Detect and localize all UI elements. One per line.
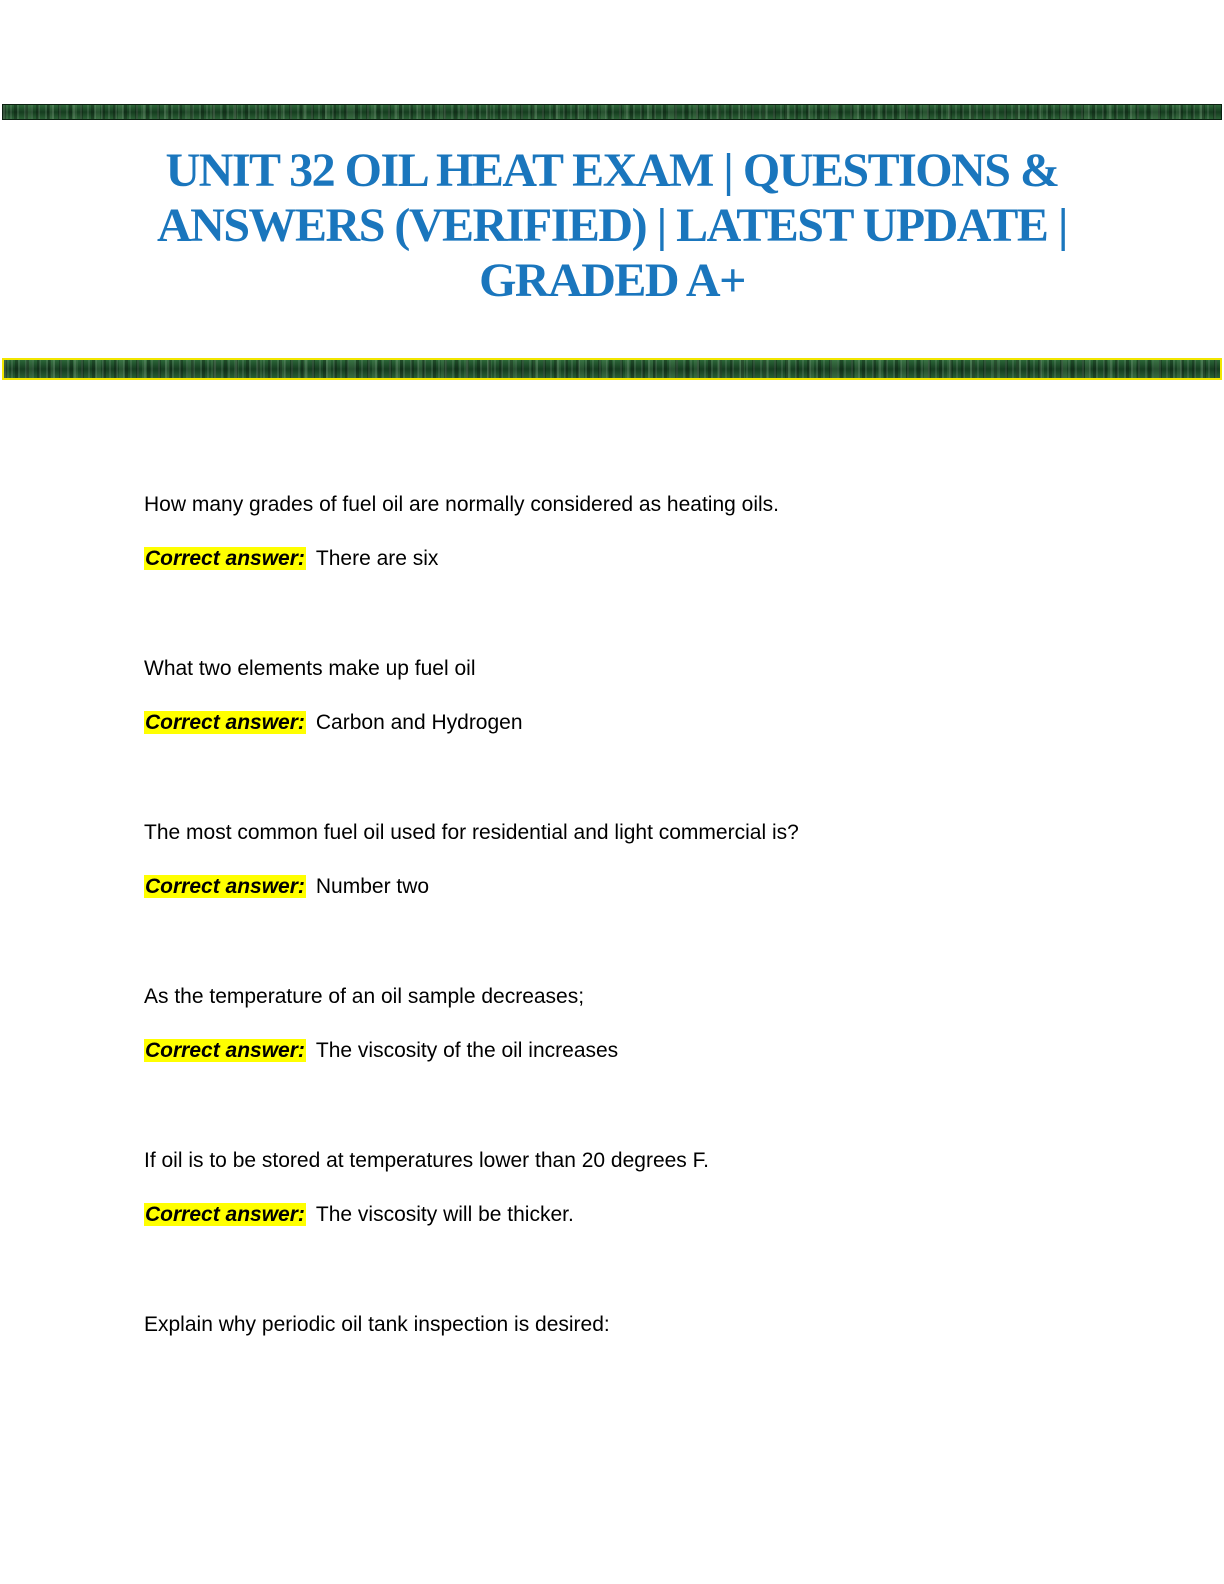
qa-item: Explain why periodic oil tank inspection… (144, 1310, 1144, 1474)
answer-text: The viscosity of the oil increases (315, 1039, 619, 1062)
answer-text: Number two (315, 875, 430, 898)
question-text: As the temperature of an oil sample decr… (144, 985, 585, 1008)
answer-text: The viscosity will be thicker. (315, 1203, 574, 1226)
question-text: The most common fuel oil used for reside… (144, 821, 799, 844)
answer-line: Correct answer: Carbon and Hydrogen (144, 708, 1144, 738)
answer-text: There are six (315, 547, 439, 570)
answer-text: Carbon and Hydrogen (315, 711, 523, 734)
qa-item: If oil is to be stored at temperatures l… (144, 1146, 1144, 1310)
qa-item: The most common fuel oil used for reside… (144, 818, 1144, 982)
question-text: If oil is to be stored at temperatures l… (144, 1149, 709, 1172)
bottom-decorative-band (2, 358, 1222, 380)
correct-answer-label: Correct answer: (144, 1203, 306, 1226)
answer-line: Correct answer: The viscosity will be thi… (144, 1200, 1144, 1230)
correct-answer-label: Correct answer: (144, 711, 306, 734)
qa-list: How many grades of fuel oil are normally… (144, 490, 1144, 1474)
question-text: How many grades of fuel oil are normally… (144, 493, 779, 516)
qa-item: How many grades of fuel oil are normally… (144, 490, 1144, 654)
answer-line: Correct answer: Number two (144, 872, 1144, 902)
qa-item: What two elements make up fuel oil Corre… (144, 654, 1144, 818)
top-decorative-band (2, 104, 1222, 120)
document-title: UNIT 32 OIL HEAT EXAM | QUESTIONS & ANSW… (157, 144, 1068, 307)
correct-answer-label: Correct answer: (144, 875, 306, 898)
question-text: Explain why periodic oil tank inspection… (144, 1313, 610, 1336)
qa-item: As the temperature of an oil sample decr… (144, 982, 1144, 1146)
question-text: What two elements make up fuel oil (144, 657, 476, 680)
correct-answer-label: Correct answer: (144, 1039, 306, 1062)
answer-line: Correct answer: There are six (144, 544, 1144, 574)
correct-answer-label: Correct answer: (144, 547, 306, 570)
answer-line: Correct answer: The viscosity of the oil … (144, 1036, 1144, 1066)
